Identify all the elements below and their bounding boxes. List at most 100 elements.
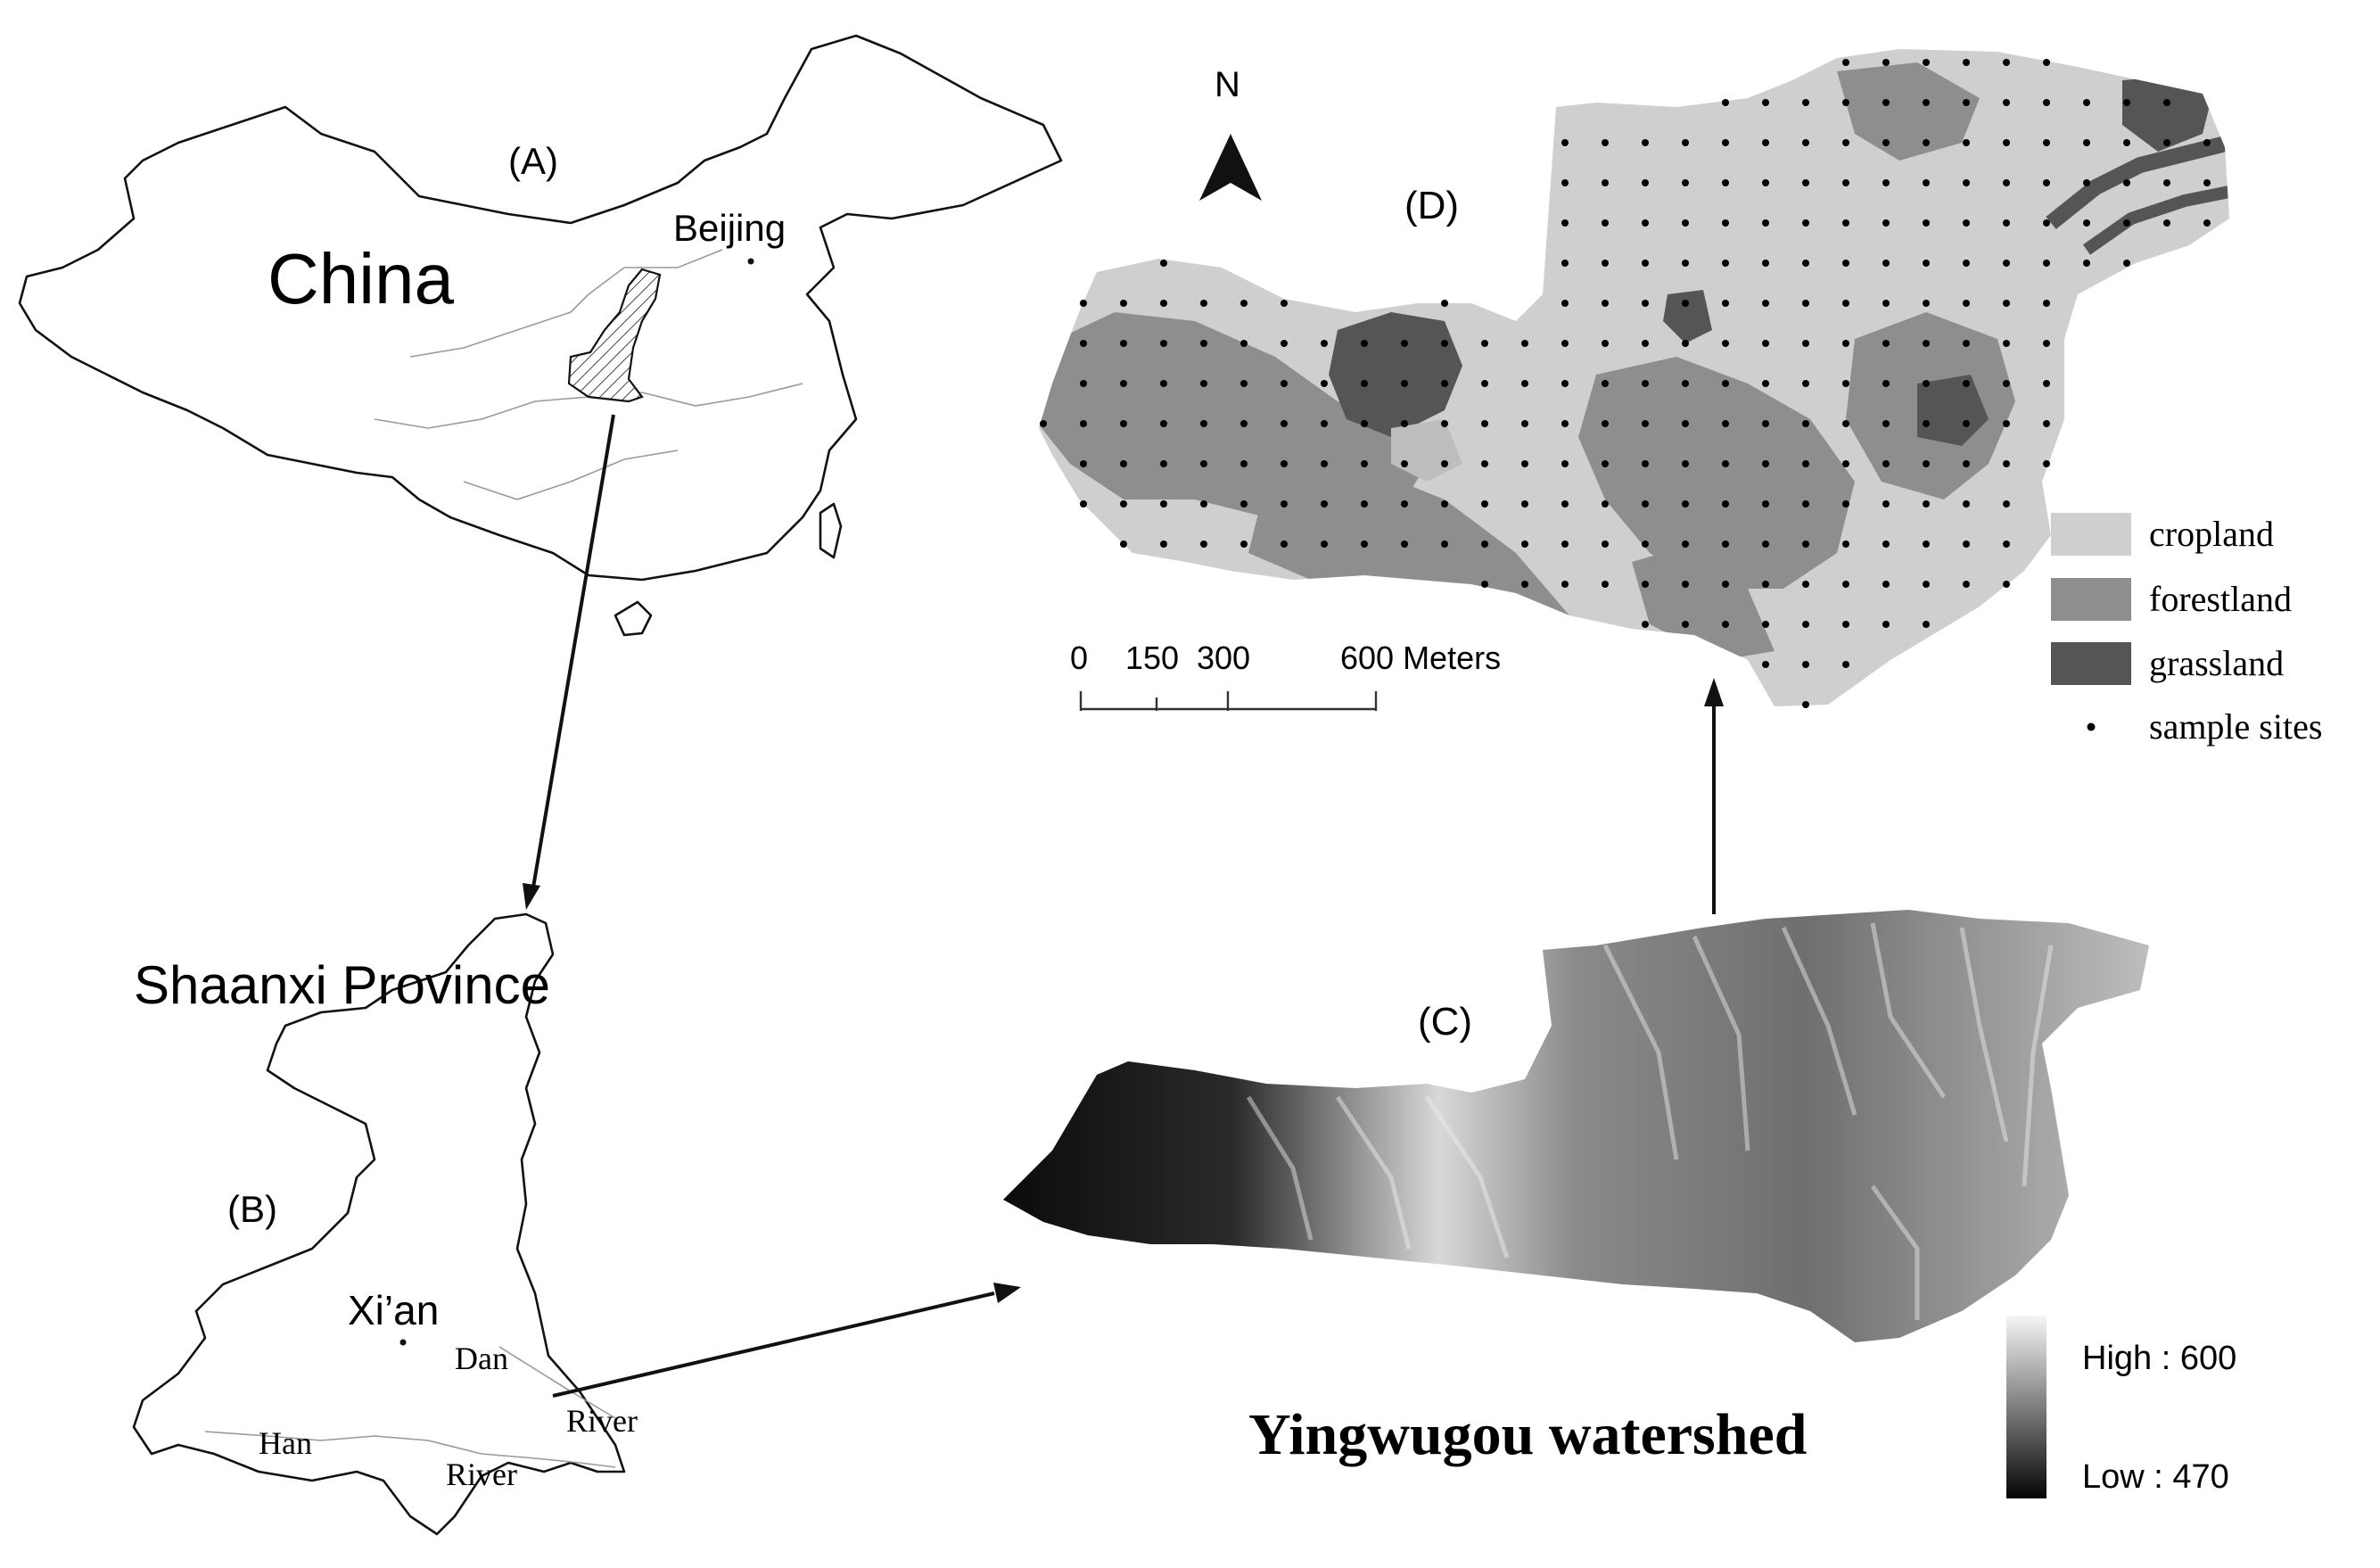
- sample-site-dot: [1722, 420, 1729, 427]
- sample-site-dot: [1923, 340, 1930, 347]
- sample-site-dot: [1281, 500, 1288, 508]
- scale-tick-600: 600 Meters: [1340, 640, 1501, 676]
- forestland-patch-center: [1578, 357, 1855, 589]
- legend-label-cropland: cropland: [2149, 514, 2274, 554]
- dem-legend-low: Low : 470: [2082, 1458, 2229, 1496]
- sample-site-dot: [1722, 300, 1729, 307]
- sample-site-dot: [2043, 380, 2050, 387]
- sample-site-dot: [2003, 500, 2010, 508]
- sample-site-dot: [1521, 500, 1528, 508]
- sample-site-dot: [2043, 99, 2050, 106]
- sample-site-dot: [2003, 260, 2010, 267]
- sample-site-dot: [1401, 500, 1408, 508]
- sample-site-dot: [1321, 380, 1328, 387]
- sample-site-dot: [1923, 500, 1930, 508]
- sample-site-dot: [1882, 99, 1890, 106]
- sample-site-dot: [2203, 219, 2211, 227]
- grassland-patch-east: [1917, 375, 1989, 446]
- sample-site-dot: [1842, 300, 1849, 307]
- sample-site-dot: [1963, 420, 1970, 427]
- sample-site-dot: [1561, 380, 1569, 387]
- sample-site-dot: [1802, 541, 1809, 548]
- sample-site-dot: [1642, 581, 1649, 588]
- sample-site-dot: [1722, 260, 1729, 267]
- sample-site-dot: [1722, 460, 1729, 467]
- sample-site-dot: [1401, 380, 1408, 387]
- legend-label-grassland: grassland: [2149, 643, 2284, 683]
- sample-site-dot: [1722, 581, 1729, 588]
- sample-site-dot: [1802, 460, 1809, 467]
- dem-ridges: [1246, 922, 2054, 1320]
- dem-legend-high: High : 600: [2082, 1340, 2236, 1377]
- sample-site-dot: [1160, 500, 1167, 508]
- watershed-title: Yingwugou watershed: [1248, 1402, 1807, 1467]
- sample-site-dot: [2003, 581, 2010, 588]
- sample-site-dot: [1441, 300, 1448, 307]
- sample-site-dot: [1923, 99, 1930, 106]
- sample-site-dot: [1602, 139, 1609, 146]
- legend-label-forestland: forestland: [2149, 579, 2292, 619]
- sample-site-dot: [1481, 541, 1488, 548]
- sample-site-dot: [1842, 621, 1849, 628]
- taiwan-island: [819, 502, 843, 559]
- forestland-patch-south: [1248, 464, 1569, 615]
- sample-site-dot: [1882, 621, 1890, 628]
- dan-label: Dan: [455, 1341, 508, 1376]
- sample-site-dot: [1642, 139, 1649, 146]
- sample-site-dot: [1561, 219, 1569, 227]
- sample-site-dot: [1842, 460, 1849, 467]
- sample-site-dot: [1802, 139, 1809, 146]
- sample-site-dot: [1802, 219, 1809, 227]
- sample-site-dot: [1842, 541, 1849, 548]
- sample-site-dot: [1160, 260, 1167, 267]
- grassland-gully-2: [2082, 186, 2229, 255]
- sample-site-dot: [1682, 380, 1689, 387]
- sample-site-dot: [1842, 340, 1849, 347]
- arrow-head-1: [523, 883, 540, 910]
- sample-site-dot: [1120, 340, 1127, 347]
- sample-site-dot: [1281, 300, 1288, 307]
- sample-site-dot: [1882, 340, 1890, 347]
- sample-site-dot: [1762, 300, 1769, 307]
- sample-site-dot: [1521, 460, 1528, 467]
- sample-site-dot: [1521, 380, 1528, 387]
- han-river-line: [204, 1431, 616, 1468]
- sample-site-dot: [1441, 340, 1448, 347]
- sample-site-dot: [1923, 179, 1930, 186]
- sample-site-dot: [1682, 260, 1689, 267]
- sample-site-dot: [1682, 420, 1689, 427]
- sample-site-dot: [1923, 581, 1930, 588]
- sample-site-dot: [1561, 300, 1569, 307]
- dan-river-line: [498, 1346, 616, 1419]
- han-label: Han: [259, 1425, 312, 1461]
- sample-site-dot: [1281, 460, 1288, 467]
- sample-site-dot: [1682, 139, 1689, 146]
- sample-site-dot: [1882, 179, 1890, 186]
- sample-site-dot: [1682, 179, 1689, 186]
- sample-site-dot: [1602, 219, 1609, 227]
- sample-site-dot: [1321, 420, 1328, 427]
- sample-site-dot: [1722, 541, 1729, 548]
- sample-site-dot: [1762, 460, 1769, 467]
- sample-site-dot: [1200, 420, 1207, 427]
- sample-site-dot: [1802, 621, 1809, 628]
- sample-site-dot: [1963, 581, 1970, 588]
- sample-site-dot: [1321, 500, 1328, 508]
- sample-site-dot: [2043, 219, 2050, 227]
- sample-site-dot: [2003, 380, 2010, 387]
- sample-site-dot: [1722, 500, 1729, 508]
- sample-site-dot: [2123, 139, 2130, 146]
- sample-site-dot: [1882, 541, 1890, 548]
- sample-site-dot: [2123, 260, 2130, 267]
- sample-site-dot: [1120, 500, 1127, 508]
- sample-site-dot: [1882, 59, 1890, 66]
- panel-b-label: (B): [227, 1188, 277, 1230]
- sample-site-dot: [1682, 500, 1689, 508]
- sample-site-dot: [2003, 219, 2010, 227]
- beijing-label: Beijing: [673, 207, 786, 249]
- sample-site-dot: [1120, 460, 1127, 467]
- dem-legend-bar: [2006, 1316, 2046, 1498]
- sample-site-dot: [1441, 460, 1448, 467]
- sample-site-dot: [2123, 179, 2130, 186]
- sample-site-dot: [1481, 340, 1488, 347]
